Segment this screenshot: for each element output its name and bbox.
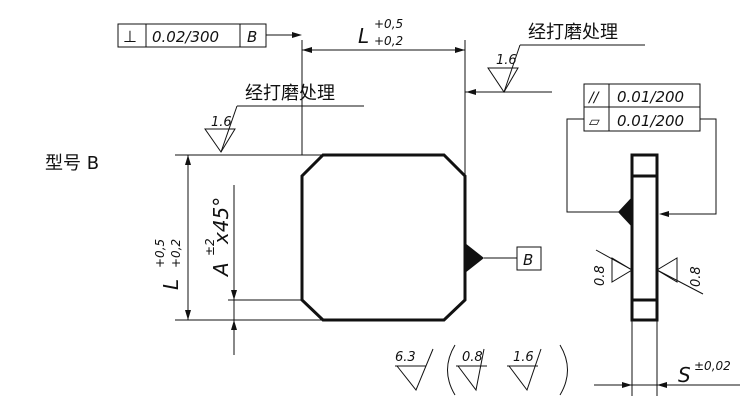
roughness-general-paren-2: 1.6 xyxy=(513,350,534,365)
left-L-lower-tol: +0,2 xyxy=(169,239,183,268)
finish-note-left: 经打磨处理 xyxy=(245,83,335,104)
top-L-lower-tol: +0,2 xyxy=(374,34,403,48)
parallelism-symbol: // xyxy=(587,90,600,106)
roughness-top-right: 1.6 xyxy=(496,53,517,68)
thickness-dimension: S ±0,02 xyxy=(594,320,740,396)
perpendicularity-frame: ⊥ 0.02/300 B xyxy=(117,23,302,48)
parallelism-value: 0.01/200 xyxy=(617,88,684,106)
roughness-side-left: 0.8 xyxy=(593,265,608,286)
left-L-upper-tol: +0,5 xyxy=(153,239,167,268)
datum-label: B xyxy=(523,251,533,269)
roughness-side-right: 0.8 xyxy=(689,266,704,287)
variant-label: 型号 B xyxy=(45,153,99,174)
general-surface-finish: 6.3 0.8 1.6 xyxy=(395,344,568,396)
chamfer-tolerance: ±2 xyxy=(203,238,217,256)
thickness-tolerance: ±0,02 xyxy=(694,359,731,373)
flatness-value: 0.01/200 xyxy=(617,112,684,130)
thickness-S-symbol: S xyxy=(678,363,691,387)
side-roughness-left: 0.8 xyxy=(593,249,633,286)
chamfer-angle: x45° xyxy=(209,197,233,245)
roughness-left: 1.6 xyxy=(211,115,232,130)
flatness-symbol: ▱ xyxy=(589,114,600,130)
left-L-symbol: L xyxy=(159,279,183,290)
part-outline xyxy=(300,153,467,322)
top-L-upper-tol: +0,5 xyxy=(374,17,403,31)
side-roughness-right: 0.8 xyxy=(656,257,704,295)
datum-b-marker: B xyxy=(465,243,542,273)
chamfer-dimension: A ±2 x45° xyxy=(203,185,302,355)
perpendicularity-datum: B xyxy=(247,28,257,46)
side-tolerance-frames: // 0.01/200 ▱ 0.01/200 xyxy=(566,83,717,217)
top-L-symbol: L xyxy=(358,24,369,48)
left-length-dimension: L +0,5 +0,2 xyxy=(153,154,323,321)
roughness-general: 6.3 xyxy=(395,350,416,365)
left-finish-callout: 经打磨处理 1.6 xyxy=(204,83,364,153)
top-length-dimension: L +0,5 +0,2 xyxy=(301,17,466,176)
perpendicularity-symbol: ⊥ xyxy=(123,27,137,46)
roughness-general-paren-1: 0.8 xyxy=(462,350,483,365)
side-view xyxy=(618,153,659,322)
top-right-finish-callout: 经打磨处理 1.6 xyxy=(465,22,645,95)
perpendicularity-value: 0.02/300 xyxy=(152,28,219,46)
finish-note-top: 经打磨处理 xyxy=(528,22,618,43)
chamfer-A-symbol: A xyxy=(209,262,233,278)
